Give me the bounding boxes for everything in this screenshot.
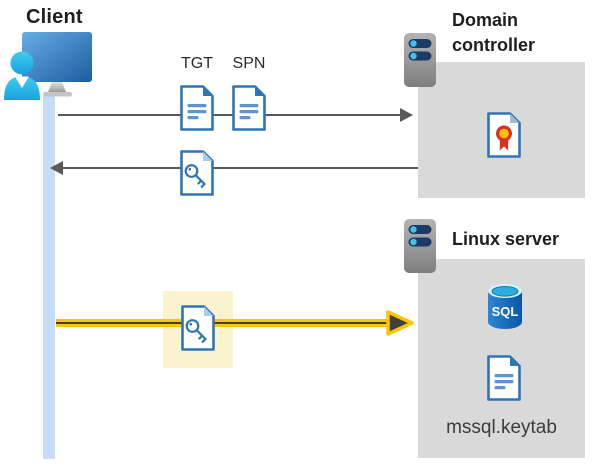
key-ticket-document-icon: [180, 150, 214, 196]
sql-connection-arrowhead-icon: [386, 310, 414, 336]
keytab-filename-label: mssql.keytab: [446, 417, 557, 438]
request-arrowhead-icon: [400, 108, 413, 122]
spn-document-icon: [232, 85, 266, 131]
sql-database-icon: SQL: [488, 284, 522, 329]
client-label: Client: [26, 6, 83, 28]
person-at-computer-icon: [4, 32, 92, 100]
ticket-return-arrow-line: [61, 167, 418, 169]
domain-controller-label: Domain controller: [452, 10, 536, 55]
sql-label: SQL: [492, 304, 519, 319]
sql-connection-arrow-line: [56, 319, 390, 327]
spn-label: SPN: [232, 55, 266, 72]
client-lifeline: [43, 92, 55, 459]
highlighted-key-ticket-document-icon: [181, 305, 215, 351]
tgt-document-icon: [180, 85, 214, 131]
ticket-return-arrowhead-icon: [50, 161, 63, 175]
certificate-icon: [487, 112, 521, 158]
linux-server-icon: [404, 219, 436, 273]
keytab-document-icon: [487, 355, 521, 401]
tgt-label: TGT: [181, 55, 213, 72]
domain-controller-server-icon: [404, 33, 436, 87]
request-arrow-line: [58, 114, 402, 116]
linux-server-label: Linux server: [452, 229, 560, 249]
